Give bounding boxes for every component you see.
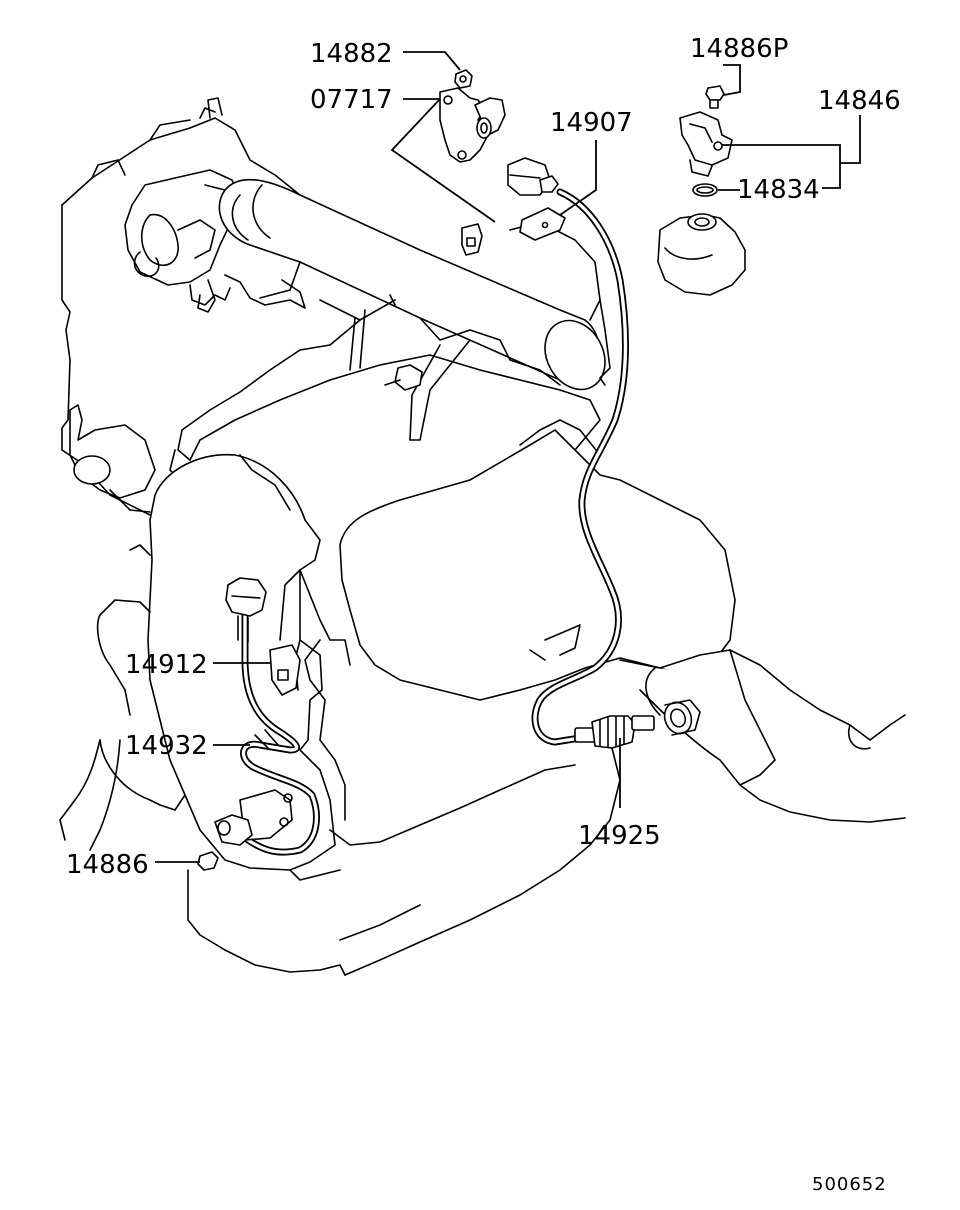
bolt-14886p: [705, 85, 725, 109]
label-14834[interactable]: 14834: [737, 175, 820, 205]
label-14846[interactable]: 14846: [818, 86, 901, 116]
label-14886[interactable]: 14886: [66, 850, 149, 880]
front-harness: [240, 608, 320, 856]
harness-connector-14907: [507, 157, 566, 241]
connector-14912: [225, 577, 301, 696]
label-14907[interactable]: 14907: [550, 108, 633, 138]
figure-number: 500652: [812, 1174, 887, 1195]
label-07717[interactable]: 07717: [310, 85, 393, 115]
oxygen-sensor-harness: [531, 188, 629, 746]
sensor-housing: [657, 213, 746, 296]
leader-lines: [155, 51, 861, 863]
part-labels: 14882 07717 14886P 14846 14907 14834 149…: [66, 34, 901, 1195]
crank-sensor-14886: [197, 789, 293, 871]
label-14912[interactable]: 14912: [125, 650, 208, 680]
o-ring-14834: [692, 183, 718, 197]
oxygen-sensor-14925: [574, 715, 655, 749]
label-14886p[interactable]: 14886P: [690, 34, 788, 64]
engine-illustration: [59, 97, 906, 976]
label-14932[interactable]: 14932: [125, 731, 208, 761]
crankshaft-angle-sensor-14846: [679, 111, 733, 177]
bolt-14882: [454, 69, 473, 89]
label-14925[interactable]: 14925: [578, 821, 661, 851]
camshaft-position-sensor-bracket: [439, 87, 506, 163]
label-14882[interactable]: 14882: [310, 39, 393, 69]
small-bracket-on-duct: [461, 223, 483, 256]
